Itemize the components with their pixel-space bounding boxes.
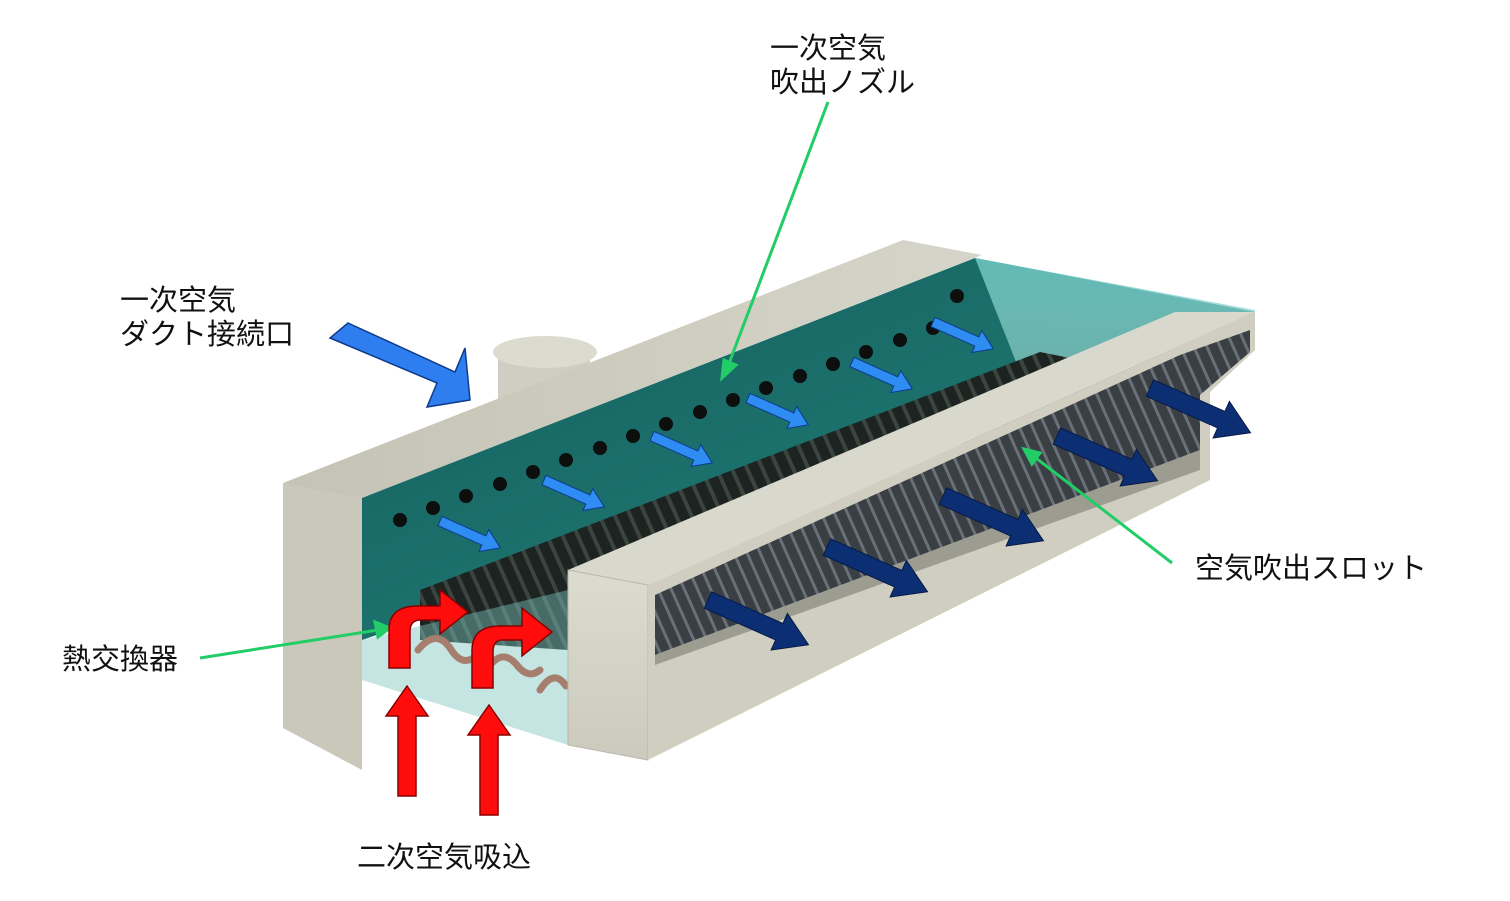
label-primary-duct-line2: ダクト接続口 — [120, 317, 295, 351]
slot-outflow-arrows — [703, 379, 1252, 651]
nozzle-flow-arrows — [437, 316, 995, 553]
slot-arrow — [1145, 379, 1252, 439]
label-air-slot: 空気吹出スロット — [1195, 551, 1428, 585]
slot-arrow — [1052, 427, 1159, 487]
nozzle-hole — [593, 441, 607, 455]
nozzle-hole — [859, 345, 873, 359]
label-primary-nozzle: 一次空気 吹出ノズル — [770, 31, 915, 99]
front-rail-top — [568, 312, 1255, 585]
nozzle-hole — [393, 513, 407, 527]
nozzle-hole — [893, 333, 907, 347]
nozzle-arrow — [745, 392, 810, 430]
leader-head-slot — [1021, 446, 1043, 467]
label-primary-duct: 一次空気 ダクト接続口 — [120, 283, 294, 351]
nozzle-arrow — [541, 474, 606, 512]
nozzle-arrow — [930, 316, 995, 354]
leader-lines — [199, 101, 1173, 660]
nozzle-hole — [493, 477, 507, 491]
secondary-curve-arrows — [388, 588, 554, 689]
nozzle-hole — [693, 405, 707, 419]
housing-left-end — [283, 483, 362, 770]
leader-head-hx — [372, 619, 394, 640]
nozzle-hole — [626, 429, 640, 443]
secondary-curve-arrow — [471, 606, 554, 689]
secondary-curve-arrow — [388, 588, 470, 669]
label-secondary-intake: 二次空気吸込 — [357, 840, 532, 874]
secondary-up-arrow — [384, 684, 430, 797]
nozzle-hole — [426, 501, 440, 515]
slot-arrow — [938, 487, 1045, 547]
secondary-up-arrows — [384, 684, 512, 816]
leader-head-nozzle — [720, 357, 739, 382]
primary-duct-arrow — [328, 322, 471, 408]
slot-arrow — [822, 538, 929, 598]
nozzle-hole — [559, 453, 573, 467]
label-heat-exchanger: 熱交換器 — [62, 642, 179, 676]
leader-line-hx — [199, 628, 379, 660]
nozzle-hole — [793, 369, 807, 383]
slot-arrow — [703, 591, 810, 651]
nozzle-holes — [393, 289, 964, 527]
nozzle-hole — [826, 357, 840, 371]
nozzle-hole — [950, 289, 964, 303]
label-primary-duct-line1: 一次空気 — [120, 283, 237, 317]
housing-top-rear — [283, 240, 982, 498]
nozzle-arrow — [437, 515, 502, 553]
nozzle-hole — [726, 393, 740, 407]
nozzle-arrow — [849, 356, 914, 394]
label-primary-nozzle-line1: 一次空気 — [770, 31, 887, 65]
label-primary-nozzle-line2: 吹出ノズル — [770, 65, 916, 99]
heat-exchanger-coils — [414, 635, 570, 694]
nozzle-hole — [759, 381, 773, 395]
secondary-up-arrow — [466, 703, 512, 816]
leader-line-nozzle — [726, 101, 830, 367]
slot-shadow — [655, 450, 1200, 665]
nozzle-hole — [459, 489, 473, 503]
leader-line-slot — [1031, 453, 1173, 565]
front-end-block — [567, 569, 649, 761]
nozzle-hole — [659, 417, 673, 431]
nozzle-hole — [526, 465, 540, 479]
nozzle-arrow — [649, 430, 714, 468]
